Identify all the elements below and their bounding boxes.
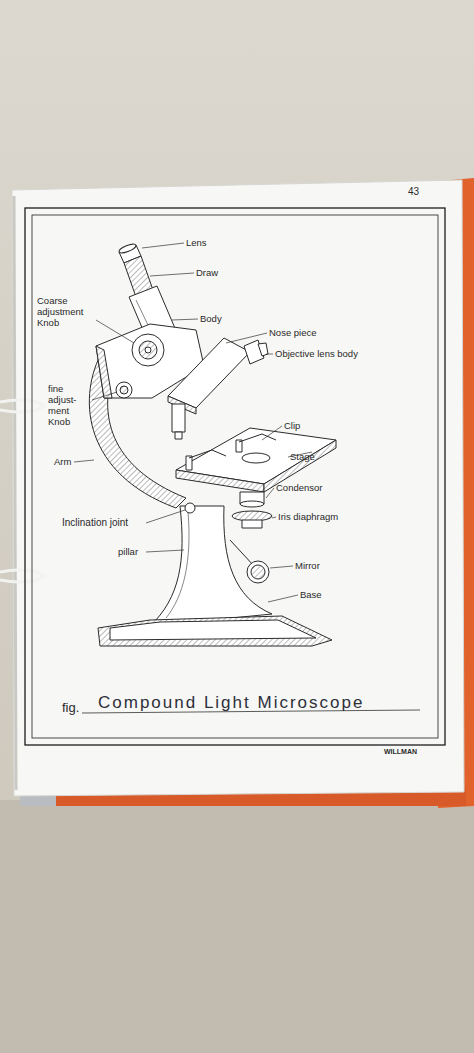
part-label: Base [300, 589, 322, 600]
brand-mark: WILLMAN [384, 747, 417, 756]
binding-string [0, 400, 44, 412]
body-housing [96, 346, 112, 398]
leader-lines [266, 354, 273, 355]
coarse-knob [145, 347, 151, 353]
leader-lines [146, 510, 185, 523]
nose-piece [168, 338, 250, 408]
pillar [150, 506, 272, 626]
leader-lines [268, 595, 298, 602]
leader-lines [150, 273, 194, 276]
part-label: Arm [54, 456, 71, 467]
part-label: Coarse adjustment Knob [37, 295, 107, 328]
leader-lines [266, 488, 274, 498]
part-label: Stage [290, 451, 315, 462]
part-label: Draw [196, 267, 218, 278]
clips [189, 450, 226, 458]
notebook-page [12, 180, 464, 796]
part-label: Mirror [295, 560, 320, 571]
background [0, 800, 474, 1053]
binding-string [0, 400, 44, 582]
mirror [247, 561, 269, 583]
stage [176, 470, 264, 492]
nose-piece [175, 432, 182, 439]
part-label: Iris diaphragm [278, 511, 338, 522]
part-label: fine adjust- ment Knob [48, 383, 90, 427]
leader-lines [92, 392, 117, 400]
figure-caption: Compound Light Microscope [98, 693, 364, 713]
part-label: Nose piece [269, 327, 317, 338]
mirror [251, 565, 265, 579]
stage [264, 440, 336, 492]
page-border [32, 215, 438, 738]
mirror [230, 540, 269, 583]
fine-knob [116, 382, 132, 398]
leader-lines [226, 333, 267, 343]
caption-prefix: fig. [62, 700, 79, 715]
leader-lines [172, 319, 198, 320]
notebook-page [14, 196, 16, 790]
page-border [25, 208, 445, 745]
leader-lines [270, 566, 293, 568]
leader-lines [272, 517, 276, 518]
microscope-illustration [89, 242, 336, 646]
base [110, 620, 316, 640]
fine-knob [120, 386, 128, 394]
nose-piece [172, 404, 185, 432]
coarse-knob [132, 334, 164, 366]
part-label: pillar [118, 546, 138, 557]
stage [242, 453, 270, 463]
clips [186, 456, 192, 470]
part-label: Condensor [276, 482, 322, 493]
condenser [240, 501, 264, 507]
page-number: 43 [408, 186, 419, 198]
page-border [25, 208, 445, 745]
nose-piece [168, 338, 268, 439]
leader-lines [262, 426, 282, 440]
base [98, 616, 332, 646]
fine-knob [116, 382, 132, 398]
part-label: Objective lens body [275, 348, 358, 359]
condenser [232, 492, 272, 528]
leader-lines [74, 243, 312, 602]
stage [176, 428, 336, 492]
leader-lines [74, 460, 94, 462]
mirror [230, 540, 254, 566]
leader-lines [142, 243, 184, 248]
pillar [166, 512, 189, 618]
part-label: Inclination joint [62, 517, 128, 529]
leader-lines [146, 550, 184, 552]
coarse-knob [132, 334, 164, 366]
condenser [242, 520, 262, 528]
part-label: Clip [284, 420, 300, 431]
part-label: Lens [186, 237, 207, 248]
inclination-joint [185, 503, 195, 513]
binding-string [0, 570, 44, 582]
coarse-knob [139, 341, 157, 359]
base [98, 616, 332, 646]
pillar [150, 506, 272, 626]
clips [239, 434, 276, 442]
leader-lines [96, 320, 134, 343]
eyepiece [118, 242, 137, 254]
notebook-page [12, 180, 464, 796]
part-label: Body [200, 313, 222, 324]
inclination-joint [185, 503, 195, 513]
